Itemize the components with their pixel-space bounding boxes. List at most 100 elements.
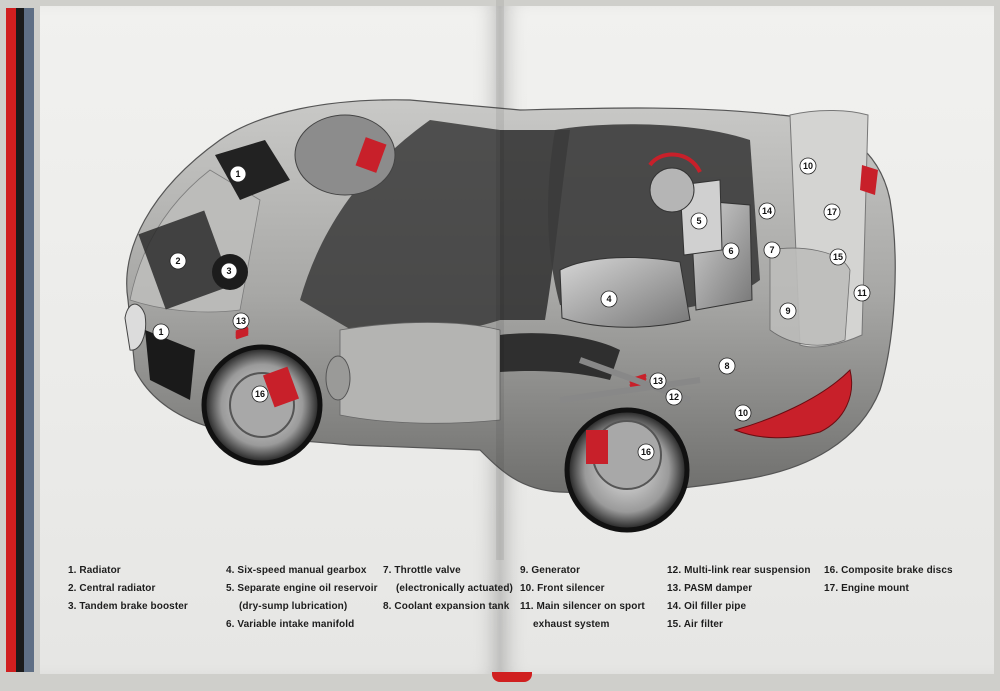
marker-9: 9 [779,302,797,320]
marker-2: 2 [169,252,187,270]
marker-10: 10 [734,404,752,422]
legend-item: 15. Air filter [667,619,724,630]
legend-item: 11. Main silencer on sport [520,601,645,612]
legend-item-continuation: (dry-sump lubrication) [239,601,348,612]
marker-circle [722,242,740,260]
legend-column: 1. Radiator 2. Central radiator 3. Tandem … [68,562,188,616]
rear-window [500,333,620,380]
door-panel [339,322,501,424]
marker-circle [169,252,187,270]
marker-11: 11 [853,284,871,302]
legend-item: 3. Tandem brake booster [68,601,188,612]
legend-item: 4. Six-speed manual gearbox [226,565,367,576]
marker-circle [152,323,170,341]
legend-item: 14. Oil filler pipe [667,601,747,612]
marker-13: 13 [232,312,250,330]
marker-number: 9 [785,306,790,316]
marker-8: 8 [718,357,736,375]
page-ribbon [492,672,532,682]
spine-red-stripe [6,8,16,672]
tail-light [733,369,853,439]
marker-circle [649,372,667,390]
engine-block [559,256,691,328]
marker-12: 12 [665,388,683,406]
side-mirror [325,355,351,401]
legend-item: 8. Coolant expansion tank [383,601,510,612]
marker-13: 13 [649,372,667,390]
marker-15: 15 [829,248,847,266]
legend-item: 5. Separate engine oil reservoir [226,583,378,594]
marker-7: 7 [763,241,781,259]
marker-number: 16 [255,389,265,399]
legend-item: 13. PASM damper [667,583,753,594]
engine-belt [648,152,702,173]
marker-number: 3 [226,266,231,276]
rear-caliper [586,430,608,464]
marker-circle [637,443,655,461]
marker-10: 10 [799,157,817,175]
legend-item: 10. Front silencer [520,583,605,594]
legend-item: 1. Radiator [68,565,121,576]
marker-number: 10 [738,408,748,418]
marker-number: 13 [236,316,246,326]
marker-17: 17 [823,203,841,221]
legend-column: 7. Throttle valve (electronically actuate… [383,562,513,616]
marker-number: 10 [803,161,813,171]
marker-number: 5 [696,216,701,226]
legend-column: 12. Multi-link rear suspension 13. PASM d… [667,562,811,634]
marker-number: 11 [857,288,867,298]
spine-dark-stripe [16,8,24,672]
marker-16: 16 [251,385,269,403]
marker-number: 17 [827,207,837,217]
marker-circle [232,312,250,330]
legend-item: 9. Generator [520,565,581,576]
marker-circle [734,404,752,422]
marker-circle [823,203,841,221]
legend-item-continuation: exhaust system [533,619,610,630]
legend-item-continuation: (electronically actuated) [396,583,513,594]
marker-number: 6 [728,246,733,256]
front-spring [235,326,249,340]
marker-5: 5 [690,212,708,230]
marker-4: 4 [600,290,618,308]
marker-6: 6 [722,242,740,260]
marker-circle [853,284,871,302]
marker-number: 13 [653,376,663,386]
legend-item: 7. Throttle valve [383,565,461,576]
marker-number: 8 [724,361,729,371]
marker-number: 1 [235,169,240,179]
marker-14: 14 [758,202,776,220]
marker-circle [758,202,776,220]
front-intake [145,330,195,400]
marker-circle [229,165,247,183]
tail-light-upper [860,165,878,195]
marker-number: 4 [606,294,611,304]
marker-1: 1 [152,323,170,341]
legend-item: 17. Engine mount [824,583,909,594]
marker-circle [665,388,683,406]
exhaust-silencer [769,247,851,346]
marker-16: 16 [637,443,655,461]
legend-column: 4. Six-speed manual gearbox 5. Separate e… [226,562,378,634]
legend-item: 6. Variable intake manifold [226,619,355,630]
marker-number: 1 [158,327,163,337]
radiator-shape [215,140,290,200]
marker-circle [690,212,708,230]
marker-number: 14 [762,206,772,216]
marker-circle [829,248,847,266]
marker-number: 7 [769,245,774,255]
spine-blue-stripe [24,8,34,672]
marker-number: 15 [833,252,843,262]
legend-item: 2. Central radiator [68,583,156,594]
engine-pulley [649,167,695,213]
legend-item: 12. Multi-link rear suspension [667,565,811,576]
marker-circle [799,157,817,175]
marker-circle [718,357,736,375]
marker-circle [779,302,797,320]
marker-circle [251,385,269,403]
marker-3: 3 [220,262,238,280]
marker-number: 2 [175,256,180,266]
